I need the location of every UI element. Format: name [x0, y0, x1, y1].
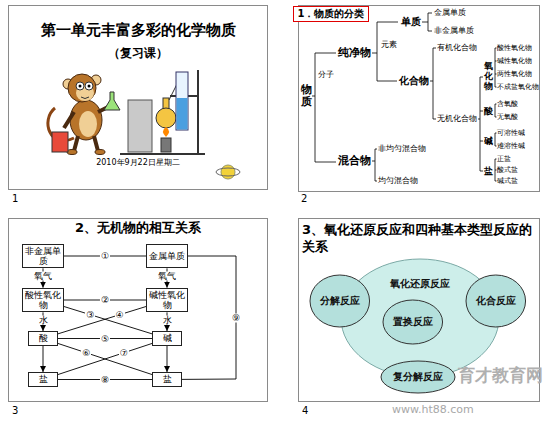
process-box: 盐 [28, 372, 58, 387]
slide-text: 单质 [401, 16, 421, 28]
node-label: 置换反应 [393, 316, 433, 328]
slide-text: 碱式盐 [497, 177, 518, 185]
slide-text: 酸式盐 [497, 166, 518, 174]
node-label: 金属单质 [149, 251, 185, 261]
globe-icon [216, 165, 240, 179]
slide-text: （复习课） [9, 47, 267, 61]
connector-line [182, 256, 236, 379]
node-label: 盐 [39, 374, 48, 384]
slide-text: 非金属单质 [434, 26, 474, 35]
connector-line [43, 346, 44, 372]
slide-text: 无机化合物 [437, 114, 477, 123]
node-label: 复分解反应 [393, 371, 443, 383]
slide-number: 2 [301, 193, 307, 205]
set-ellipse: 置换反应 [382, 299, 444, 345]
slide-number: 4 [302, 405, 308, 417]
connector-line [64, 307, 152, 334]
connector-line [167, 346, 168, 372]
watermark: 育才教育网 [458, 366, 543, 386]
slide-text: 2010年9月22日星期二 [9, 158, 267, 167]
edge-label: 氧气 [33, 272, 53, 281]
slide-text: 有机化合物 [437, 43, 477, 52]
node-label: 碱 [163, 333, 172, 343]
slide-panel: 2、无机物的相互关系非金属单质 金属单质酸性氧化物 碱性氧化物酸 碱盐 盐 [8, 218, 268, 402]
slide-text: 化合物 [399, 75, 429, 87]
process-box: 酸 [28, 331, 58, 346]
node-label: 分解反应 [320, 295, 360, 307]
slide-text: 含氧酸 [497, 100, 518, 108]
node-label: 1．物质的分类 [298, 8, 365, 20]
edge-label: ② [100, 296, 110, 305]
slide-panel: 物质分子 纯净物 元素 单质 金属单质非金属单质化合物 有机化合物无机化合物 氧化物 酸性氧化… [298, 5, 540, 192]
slide-text: 盐 [484, 166, 493, 176]
slide-text: 氧化物 [484, 62, 493, 92]
edge-label: ① [100, 252, 110, 261]
slide-panel: 第一单元丰富多彩的化学物质 （复习课） 2010年9月22日星期二 [8, 5, 268, 190]
slide-text: 3、氧化还原反应和四种基本类型反应的关系 [302, 222, 534, 256]
edge-label: 水 [162, 315, 173, 324]
connector-line [58, 307, 146, 334]
node-label: 酸 [39, 333, 48, 343]
slide-text: 正盐 [497, 155, 511, 163]
edge-label: ④ [115, 310, 125, 319]
slide-text: 纯净物 [338, 47, 371, 60]
slide-text: 第一单元丰富多彩的化学物质 [9, 22, 267, 39]
slide-text: 碱性氧化物 [497, 57, 532, 65]
slide-text: 元素 [381, 40, 397, 49]
node-label: 氧化还原反应 [390, 278, 450, 290]
process-box: 非金属单质 [22, 244, 64, 269]
node-label: 化合反应 [476, 295, 516, 307]
classification-brackets [312, 13, 497, 181]
lab-apparatus [120, 70, 205, 154]
edge-label: ③ [85, 310, 95, 319]
slide-text: 两性氧化物 [497, 70, 532, 78]
slide-text: 不成盐氧化物 [497, 83, 539, 91]
connector-line [58, 343, 152, 374]
node-label: 碱性氧化物 [149, 290, 185, 311]
slide-text: 分子 [318, 70, 334, 79]
node-label: 盐 [163, 374, 172, 384]
process-box: 盐 [152, 372, 182, 387]
flask-icon [104, 92, 120, 110]
slide-text: 物质 [301, 84, 312, 108]
slide-number: 1 [12, 193, 18, 205]
set-ellipse: 分解反应 [309, 274, 371, 328]
slide-text: 难溶性碱 [497, 142, 525, 150]
slide-text: 可溶性碱 [497, 129, 525, 137]
process-box: 碱 [152, 331, 182, 346]
slide-text: 混合物 [338, 155, 371, 168]
ellipse-shape [383, 300, 443, 344]
heading-box: 1．物质的分类 [293, 6, 370, 22]
process-box: 碱性氧化物 [146, 288, 188, 313]
connector-line [58, 343, 152, 374]
process-box: 金属单质 [146, 244, 188, 269]
slide-text: 均匀混合物 [378, 176, 418, 185]
monkey-figure [48, 74, 110, 155]
node-label: 酸性氧化物 [25, 290, 61, 311]
edge-label: ⑥ [81, 348, 91, 357]
edge-label: 水 [38, 315, 49, 324]
set-ellipse: 化合反应 [465, 274, 527, 328]
ellipse-shape [466, 275, 526, 327]
edge-label: ⑧ [100, 375, 110, 384]
slide-text: 2、无机物的相互关系 [9, 221, 267, 236]
slide-text: 碱 [484, 136, 493, 146]
edge-label: 氧气 [157, 272, 177, 281]
watermark: www.ht88.com [392, 404, 474, 417]
ellipse-shape [310, 275, 370, 327]
slide-text: 金属单质 [434, 8, 466, 17]
slide-text: 无氧酸 [497, 113, 518, 121]
slide-text: 酸 [484, 106, 493, 116]
edge-label: ⑦ [119, 348, 129, 357]
edge-label: ⑤ [100, 334, 110, 343]
node-label: 非金属单质 [25, 246, 61, 267]
slide-text: 酸性氧化物 [497, 44, 532, 52]
set-ellipse: 复分解反应 [380, 360, 456, 394]
red-beaker [52, 132, 68, 152]
slide-number: 3 [12, 405, 18, 417]
process-box: 酸性氧化物 [22, 288, 64, 313]
slide-text: 非均匀混合物 [378, 144, 426, 153]
edge-label: ⑨ [231, 314, 241, 323]
ellipse-shape [381, 361, 455, 393]
